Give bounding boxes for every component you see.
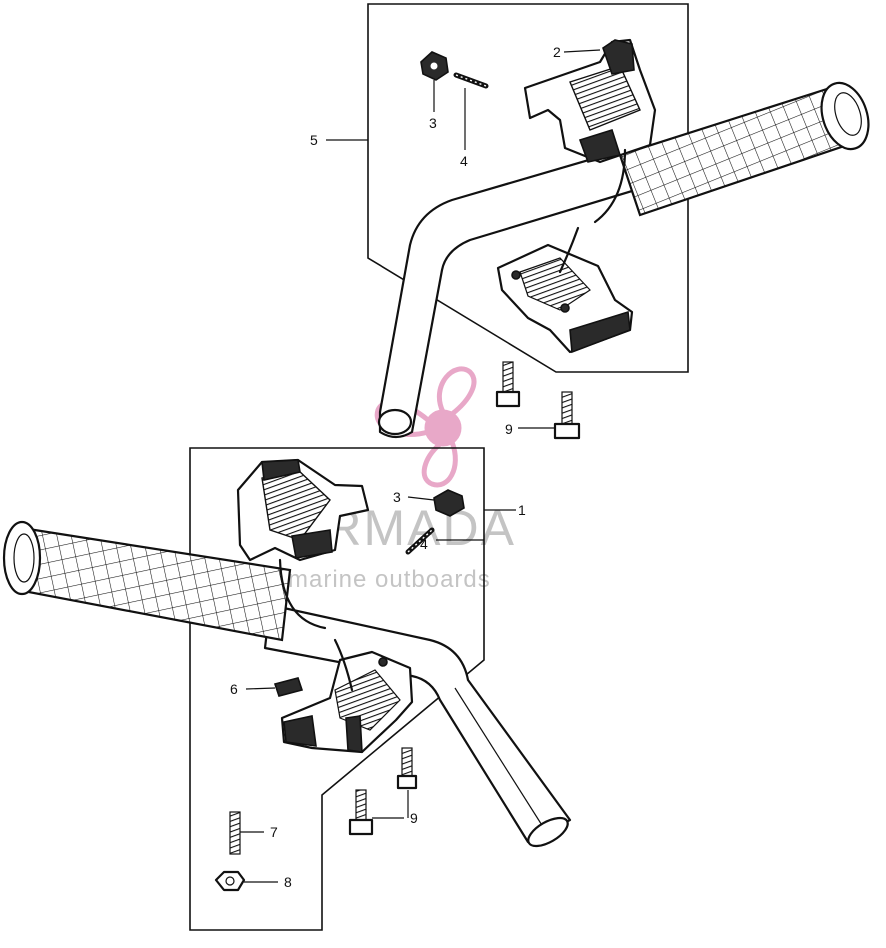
watermark-tagline: marine outboards — [288, 566, 491, 593]
lower-bolt-b-icon — [348, 789, 374, 836]
upper-handlebar-tube — [378, 143, 654, 439]
label-part-9-top: 9 — [505, 421, 513, 437]
upper-housing-top — [523, 38, 657, 224]
upper-assembly-frame — [367, 3, 689, 373]
upper-bolt-a-icon — [495, 361, 521, 408]
label-part-6: 6 — [230, 681, 238, 697]
upper-housing-bottom — [496, 226, 634, 354]
label-part-8: 8 — [284, 874, 292, 890]
label-part-1: 1 — [518, 502, 526, 518]
label-part-7: 7 — [270, 824, 278, 840]
upper-nut-icon — [420, 51, 449, 81]
lower-nut-icon — [433, 489, 465, 517]
lower-long-screw-icon — [229, 811, 241, 855]
label-part-3-top: 3 — [429, 115, 437, 131]
lower-assembly-frame — [189, 447, 485, 931]
label-part-3-bottom: 3 — [393, 489, 401, 505]
label-part-4-top: 4 — [460, 153, 468, 169]
upper-assembly: 2 3 4 5 9 — [310, 3, 870, 440]
upper-bolt-b-icon — [553, 391, 581, 440]
label-part-4-bottom: 4 — [420, 536, 428, 552]
lower-bolt-a-icon — [396, 747, 418, 790]
upper-grip — [618, 81, 870, 217]
upper-tube-end — [377, 408, 413, 436]
lower-assembly: 1 3 4 6 7 8 9 — [2, 447, 572, 931]
lower-housing-bottom — [280, 638, 414, 754]
upper-screw-icon — [453, 72, 489, 89]
label-part-9-bottom: 9 — [410, 810, 418, 826]
lower-tube-end — [527, 816, 569, 848]
lower-clip-icon — [273, 677, 304, 697]
label-part-2: 2 — [553, 44, 561, 60]
label-part-5: 5 — [310, 132, 318, 148]
lower-screw-icon — [405, 527, 435, 555]
lower-housing-top — [236, 458, 370, 630]
lower-grip — [2, 520, 292, 642]
lower-hex-nut-icon — [214, 870, 246, 892]
